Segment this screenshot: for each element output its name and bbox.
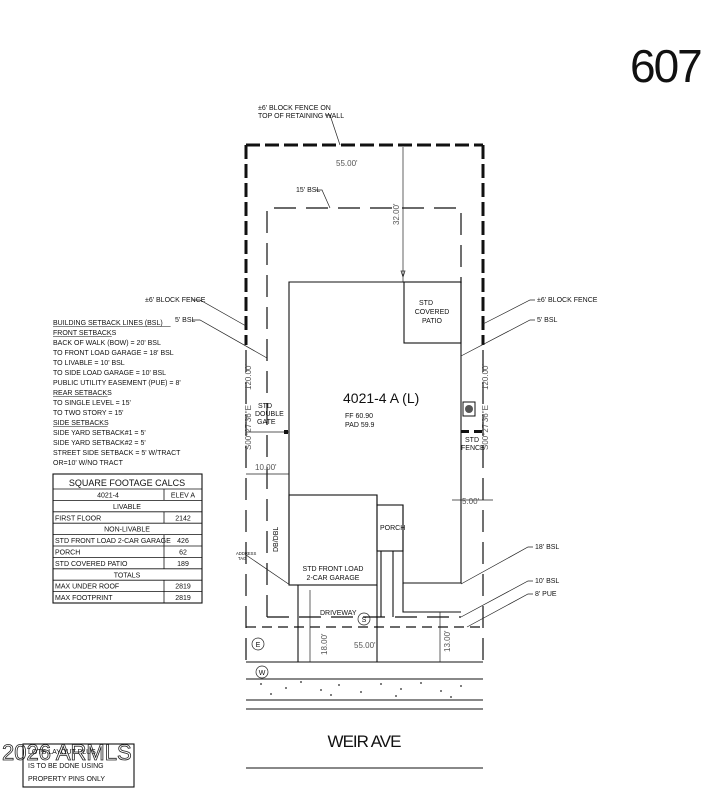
- left-bsl-label: 5' BSL: [175, 317, 196, 324]
- setback-note-line: TO FRONT LOAD GARAGE = 18' BSL: [53, 350, 174, 357]
- right-length: 120.00': [481, 364, 490, 390]
- gate-post: [284, 430, 288, 434]
- gate-label-2: DOUBLE: [255, 411, 284, 418]
- setback-note-line: TO LIVABLE = 10' BSL: [53, 360, 125, 367]
- garage-label-2: 2-CAR GARAGE: [307, 575, 360, 582]
- setback-note-line: OR=10' W/NO TRACT: [53, 460, 124, 467]
- porch: [376, 504, 404, 552]
- patio-label-3: PATIO: [422, 318, 443, 325]
- table-row-label: STD COVERED PATIO: [55, 561, 128, 568]
- pad-elevation: PAD 59.9: [345, 422, 375, 429]
- water-symbol-label: W: [259, 670, 266, 677]
- right-side-dim: 5.00': [462, 497, 480, 506]
- rear-fence-label-2: TOP OF RETAINING WALL: [258, 113, 344, 120]
- ff-elevation: FF 60.90: [345, 413, 373, 420]
- meter-icon: [462, 401, 476, 417]
- address-tag-label: ADDRESS: [236, 551, 256, 556]
- property-fence: [244, 143, 485, 662]
- setback-note-line: BUILDING SETBACK LINES (BSL): [53, 320, 163, 327]
- drive-depth-dim: 18.00': [320, 633, 329, 655]
- setback-line: [266, 207, 462, 617]
- lot-number: 607: [630, 40, 701, 92]
- rear-fence-label: ±6' BLOCK FENCE ON: [258, 105, 331, 112]
- setback-note-line: SIDE YARD SETBACK#1 = 5': [53, 430, 146, 437]
- note-box: [22, 743, 135, 788]
- rear-depth-dim: 32.00': [392, 203, 401, 225]
- table-row-value: 2819: [175, 584, 191, 591]
- plan-label: 4021-4 A (L): [343, 390, 419, 406]
- setback-note-line: FRONT SETBACKS: [53, 330, 117, 337]
- porch-label: PORCH: [380, 525, 405, 532]
- setback-note-line: TO SIDE LOAD GARAGE = 10' BSL: [53, 370, 166, 377]
- table-row-value: 426: [177, 538, 189, 545]
- right-bearing: S00°27'36"E: [481, 405, 490, 450]
- garage-label: STD FRONT LOAD: [303, 566, 364, 573]
- table-row-label: FIRST FLOOR: [55, 515, 101, 522]
- setback-note-line: TO SINGLE LEVEL = 15': [53, 400, 131, 407]
- table-row-value: 2819: [175, 595, 191, 602]
- patio-label-2: COVERED: [415, 309, 450, 316]
- square-footage-table: SQUARE FOOTAGE CALCS 4021-4 ELEV A LIVABLE…: [52, 473, 203, 604]
- note-line-3: PROPERTY PINS ONLY: [28, 776, 105, 783]
- sewer-symbol-label: S: [362, 617, 367, 624]
- bsl-10-label: 10' BSL: [535, 578, 559, 585]
- setback-note-line: REAR SETBACKS: [53, 390, 112, 397]
- electric-symbol: [251, 637, 265, 651]
- setback-note-line: SIDE SETBACKS: [53, 420, 109, 427]
- setback-note-line: SIDE YARD SETBACK#2 = 5': [53, 440, 146, 447]
- driveway-label: DRIVEWAY: [320, 610, 357, 617]
- electric-symbol-label: E: [256, 642, 261, 649]
- table-header-elev: ELEV A: [171, 493, 195, 500]
- front-depth-dim: 13.00': [443, 630, 452, 652]
- fence-label-2: FENCE: [461, 445, 485, 452]
- watermark: 2026 ARMLS: [2, 740, 132, 765]
- table-row-value: 2142: [175, 515, 191, 522]
- patio-label: STD: [419, 300, 433, 307]
- left-length: 120.00': [244, 364, 253, 390]
- fence-label: STD: [465, 437, 479, 444]
- setback-notes: BUILDING SETBACK LINES (BSL) FRONT SETBAC…: [53, 320, 181, 467]
- front-width-dim: 55.00': [354, 641, 376, 650]
- table-section: NON-LIVABLE: [104, 527, 150, 534]
- pue-label: 8' PUE: [535, 591, 557, 598]
- left-side-dim: 10.00': [255, 463, 277, 472]
- setback-note-line: TO TWO STORY = 15': [53, 410, 124, 417]
- note-line-1: LOTS LAYOUT PLUS: [28, 749, 96, 756]
- left-bearing: S00°27'36"E: [244, 405, 253, 450]
- sidewalk: [246, 678, 483, 710]
- table-row-label: MAX UNDER ROOF: [55, 584, 119, 591]
- house-footprint: [288, 281, 462, 662]
- meter-icon-dial: [465, 405, 473, 413]
- table-row-value: 62: [179, 550, 187, 557]
- table-row-label: PORCH: [55, 550, 80, 557]
- sewer-symbol: [357, 612, 371, 626]
- water-symbol: [255, 665, 269, 679]
- note-line-2: IS TO BE DONE USING: [28, 763, 104, 770]
- street-name: WEIR AVE: [328, 732, 402, 751]
- table-row-label: MAX FOOTPRINT: [55, 595, 113, 602]
- table-row-label: STD FRONT LOAD 2-CAR GARAGE: [55, 538, 171, 545]
- rear-bsl-label: 15' BSL: [296, 187, 320, 194]
- address-tag-label-2: TAG: [238, 556, 246, 561]
- table-title: SQUARE FOOTAGE CALCS: [69, 478, 185, 488]
- left-fence-label: ±6' BLOCK FENCE: [145, 297, 206, 304]
- right-bsl-label: 5' BSL: [537, 317, 558, 324]
- setback-note-line: STREET SIDE SETBACK = 5' W/TRACT: [53, 450, 181, 457]
- gate-label: STD: [258, 403, 272, 410]
- rear-width-dim: 55.00': [336, 159, 358, 168]
- bsl-18-label: 18' BSL: [535, 544, 559, 551]
- table-section: TOTALS: [114, 572, 141, 579]
- setback-note-line: PUBLIC UTILITY EASEMENT (PUE) = 8': [53, 380, 181, 387]
- table-row-value: 189: [177, 561, 189, 568]
- table-section: LIVABLE: [113, 504, 141, 511]
- table-header-plan: 4021-4: [97, 493, 119, 500]
- right-fence-label: ±6' BLOCK FENCE: [537, 297, 598, 304]
- setback-note-line: BACK OF WALK (BOW) = 20' BSL: [53, 340, 161, 347]
- db-tag-label: DB/DBL: [273, 527, 280, 552]
- gate-label-3: GATE: [257, 419, 276, 426]
- covered-patio: [403, 281, 462, 344]
